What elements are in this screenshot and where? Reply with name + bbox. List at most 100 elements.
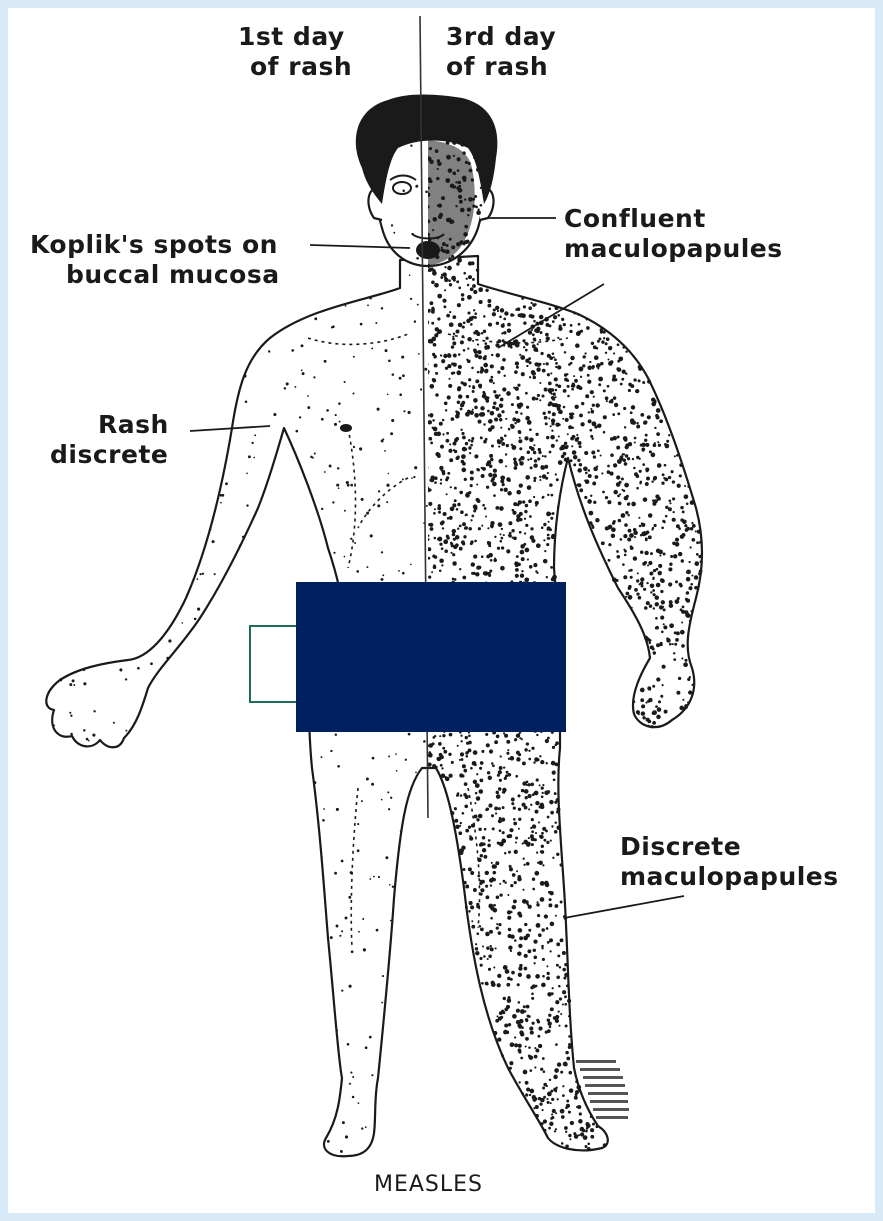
rash-spot (469, 835, 471, 837)
rash-spot (660, 695, 663, 698)
rash-spot (470, 767, 473, 770)
rash-spot (534, 956, 538, 960)
rash-spot (617, 459, 622, 464)
rash-spot (443, 305, 446, 308)
rash-spot (434, 432, 438, 436)
rash-spot (605, 526, 609, 530)
rash-spot (519, 314, 522, 317)
rash-spot (485, 337, 488, 340)
rash-spot (518, 1001, 521, 1004)
rash-spot (669, 600, 673, 604)
rash-spot (463, 272, 466, 275)
rash-spot (535, 832, 537, 834)
rash-spot (592, 404, 595, 407)
rash-spot (498, 807, 501, 810)
rash-spot (462, 812, 465, 815)
rash-spot (528, 499, 532, 503)
rash-spot (454, 499, 457, 502)
rash-spot (489, 379, 493, 383)
rash-spot (653, 593, 656, 596)
rash-spot (486, 486, 489, 489)
rash-spot (461, 540, 465, 544)
rash-spot (330, 750, 332, 752)
rash-spot (644, 606, 648, 610)
rash-spot (515, 841, 517, 843)
rash-spot (601, 541, 605, 545)
rash-spot (472, 340, 474, 342)
rash-spot (593, 396, 595, 398)
rash-spot (353, 446, 355, 448)
rash-spot (456, 508, 459, 511)
rash-spot (567, 433, 569, 435)
rash-spot (538, 933, 542, 937)
cover-rectangle (296, 582, 566, 732)
rash-spot (388, 359, 391, 362)
rash-spot (428, 420, 432, 424)
rash-spot (512, 446, 516, 450)
rash-spot (465, 906, 468, 909)
rash-spot (595, 1125, 598, 1128)
rash-spot (486, 572, 489, 575)
rash-spot (603, 415, 607, 419)
rash-spot (601, 472, 603, 474)
rash-spot (691, 538, 695, 542)
rash-spot (689, 546, 691, 548)
rash-spot (537, 923, 540, 926)
rash-spot (535, 1114, 539, 1118)
rash-spot (672, 518, 676, 522)
rash-spot (580, 422, 584, 426)
rash-spot (462, 522, 466, 526)
rash-spot (453, 363, 457, 367)
rash-spot (511, 403, 514, 406)
rash-spot (651, 480, 653, 482)
rash-spot (613, 396, 616, 399)
rash-spot (636, 592, 639, 595)
rash-spot (70, 733, 73, 736)
rash-spot (600, 454, 602, 456)
rash-spot (662, 665, 666, 669)
rash-spot (466, 742, 469, 745)
rash-spot (564, 973, 568, 977)
rash-spot (498, 459, 503, 464)
rash-spot (562, 1003, 564, 1005)
rash-spot (605, 562, 607, 564)
rash-spot (655, 705, 658, 708)
rash-spot (486, 983, 488, 985)
rash-spot (445, 409, 447, 411)
rash-spot (299, 416, 301, 418)
rash-spot (549, 483, 553, 487)
rash-spot (457, 401, 461, 405)
rash-spot (476, 818, 479, 821)
rash-spot (398, 570, 400, 572)
rash-spot (660, 616, 664, 620)
rash-spot (429, 131, 433, 135)
rash-spot (459, 773, 463, 777)
rash-spot (363, 948, 366, 951)
rash-spot (471, 562, 475, 566)
rash-spot (651, 397, 655, 401)
rash-spot (519, 461, 524, 466)
rash-spot (342, 1121, 345, 1124)
rash-spot (636, 487, 639, 490)
rash-spot (521, 372, 525, 376)
rash-spot (547, 1092, 552, 1097)
rash-spot (515, 308, 518, 311)
rash-spot (554, 358, 557, 361)
rash-spot (452, 315, 456, 319)
rash-spot (438, 127, 440, 129)
rash-spot (650, 552, 653, 555)
rash-spot (458, 142, 461, 145)
rash-spot (643, 588, 646, 591)
rash-spot (555, 1015, 559, 1019)
rash-spot (524, 518, 526, 520)
rash-spot (649, 642, 652, 645)
rash-spot (516, 556, 518, 558)
rash-spot (493, 473, 498, 478)
rash-spot (690, 583, 693, 586)
rash-spot (408, 733, 411, 736)
rash-spot (568, 425, 572, 429)
rash-spot (516, 751, 520, 755)
rash-spot (504, 734, 508, 738)
rash-spot (560, 863, 563, 866)
rash-spot (676, 524, 680, 528)
